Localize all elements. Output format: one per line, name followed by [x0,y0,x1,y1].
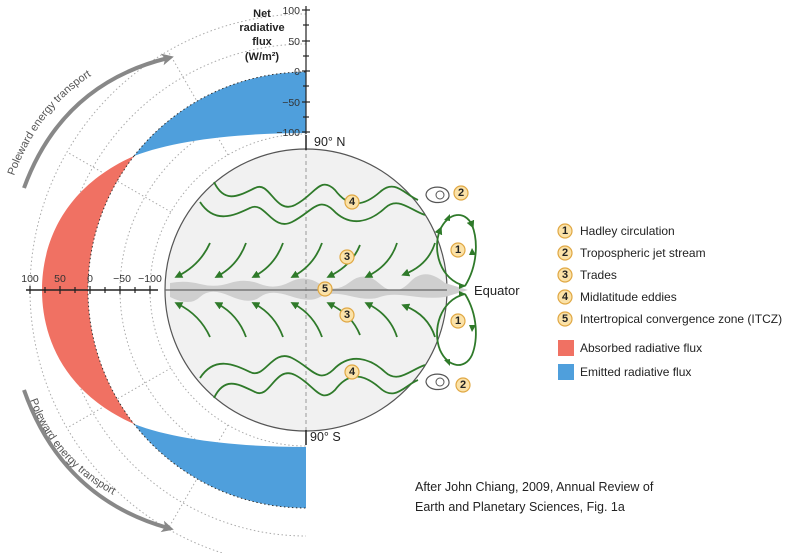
hadley-cells [434,214,477,366]
legend-jet: Tropospheric jet stream [580,246,706,260]
svg-text:2: 2 [458,187,464,199]
vtick-minus100: −100 [276,127,300,139]
vtick-0: 0 [294,66,300,78]
south-pole-label: 90° S [310,430,341,444]
svg-text:5: 5 [322,283,328,295]
badge-4-south: 4 [344,364,360,380]
badge-5: 5 [317,281,333,297]
horizontal-flux-axis: 100 50 0 −50 −100 [21,273,162,294]
poleward-arrow-top [22,53,174,189]
north-pole-label: 90° N [314,135,345,149]
legend-itcz: Intertropical convergence zone (ITCZ) [580,312,782,326]
htick-100: 100 [21,273,39,285]
legend-eddies: Midlatitude eddies [580,290,677,304]
badge-1-north: 1 [450,242,466,258]
htick-50: 50 [54,273,66,285]
legend-emitted: Emitted radiative flux [580,365,691,379]
legend: 1 Hadley circulation 2 Tropospheric jet … [557,223,782,380]
caption-line-1: After John Chiang, 2009, Annual Review o… [415,480,654,494]
svg-text:radiative: radiative [239,22,284,34]
poleward-label-bottom: Poleward energy transport [27,397,117,498]
vertical-flux-axis: 100 50 0 −50 −100 Net radiative flux (W/… [239,5,310,139]
badge-4-north: 4 [344,194,360,210]
axis-title: Net radiative flux (W/m²) [239,8,284,63]
trade-winds-south [174,302,436,338]
badge-3-south: 3 [339,307,355,323]
svg-text:2: 2 [460,379,466,391]
badge-3-north: 3 [339,249,355,265]
svg-text:4: 4 [349,366,356,378]
absorbed-swatch [558,340,574,356]
svg-text:3: 3 [344,309,350,321]
emitted-swatch [558,364,574,380]
svg-text:Poleward energy transport: Poleward energy transport [27,397,117,498]
svg-text:Net: Net [253,8,271,20]
badge-2-south: 2 [455,377,471,393]
svg-text:2: 2 [562,247,568,259]
vtick-100: 100 [282,5,300,17]
svg-text:3: 3 [562,269,568,281]
vtick-50: 50 [288,36,300,48]
svg-text:1: 1 [455,244,461,256]
svg-text:1: 1 [455,315,461,327]
legend-absorbed: Absorbed radiative flux [580,341,702,355]
emitted-flux-north [134,71,306,156]
equator-label: Equator [474,283,520,298]
emitted-flux-south [134,424,306,509]
caption-line-2: Earth and Planetary Sciences, Fig. 1a [415,500,625,514]
svg-text:3: 3 [344,251,350,263]
poleward-label-top: Poleward energy transport [6,68,94,177]
badge-1-south: 1 [450,313,466,329]
absorbed-flux [42,156,134,424]
svg-text:1: 1 [562,225,568,237]
svg-text:(W/m²): (W/m²) [245,51,280,63]
vtick-minus50: −50 [282,97,300,109]
jet-stream-symbols [425,186,450,391]
poleward-arrow-bottom [22,389,174,533]
svg-text:flux: flux [252,36,272,48]
svg-text:5: 5 [562,313,568,325]
htick-minus100: −100 [138,273,162,285]
legend-trades: Trades [580,268,617,282]
badge-2-north: 2 [453,185,469,201]
midlatitude-eddies-south [199,355,426,399]
htick-minus50: −50 [113,273,131,285]
htick-0: 0 [87,273,93,285]
midlatitude-eddies-north [199,181,426,225]
legend-hadley: Hadley circulation [580,224,675,238]
svg-text:4: 4 [562,291,569,303]
svg-text:4: 4 [349,196,356,208]
svg-text:Poleward energy transport: Poleward energy transport [6,68,94,177]
